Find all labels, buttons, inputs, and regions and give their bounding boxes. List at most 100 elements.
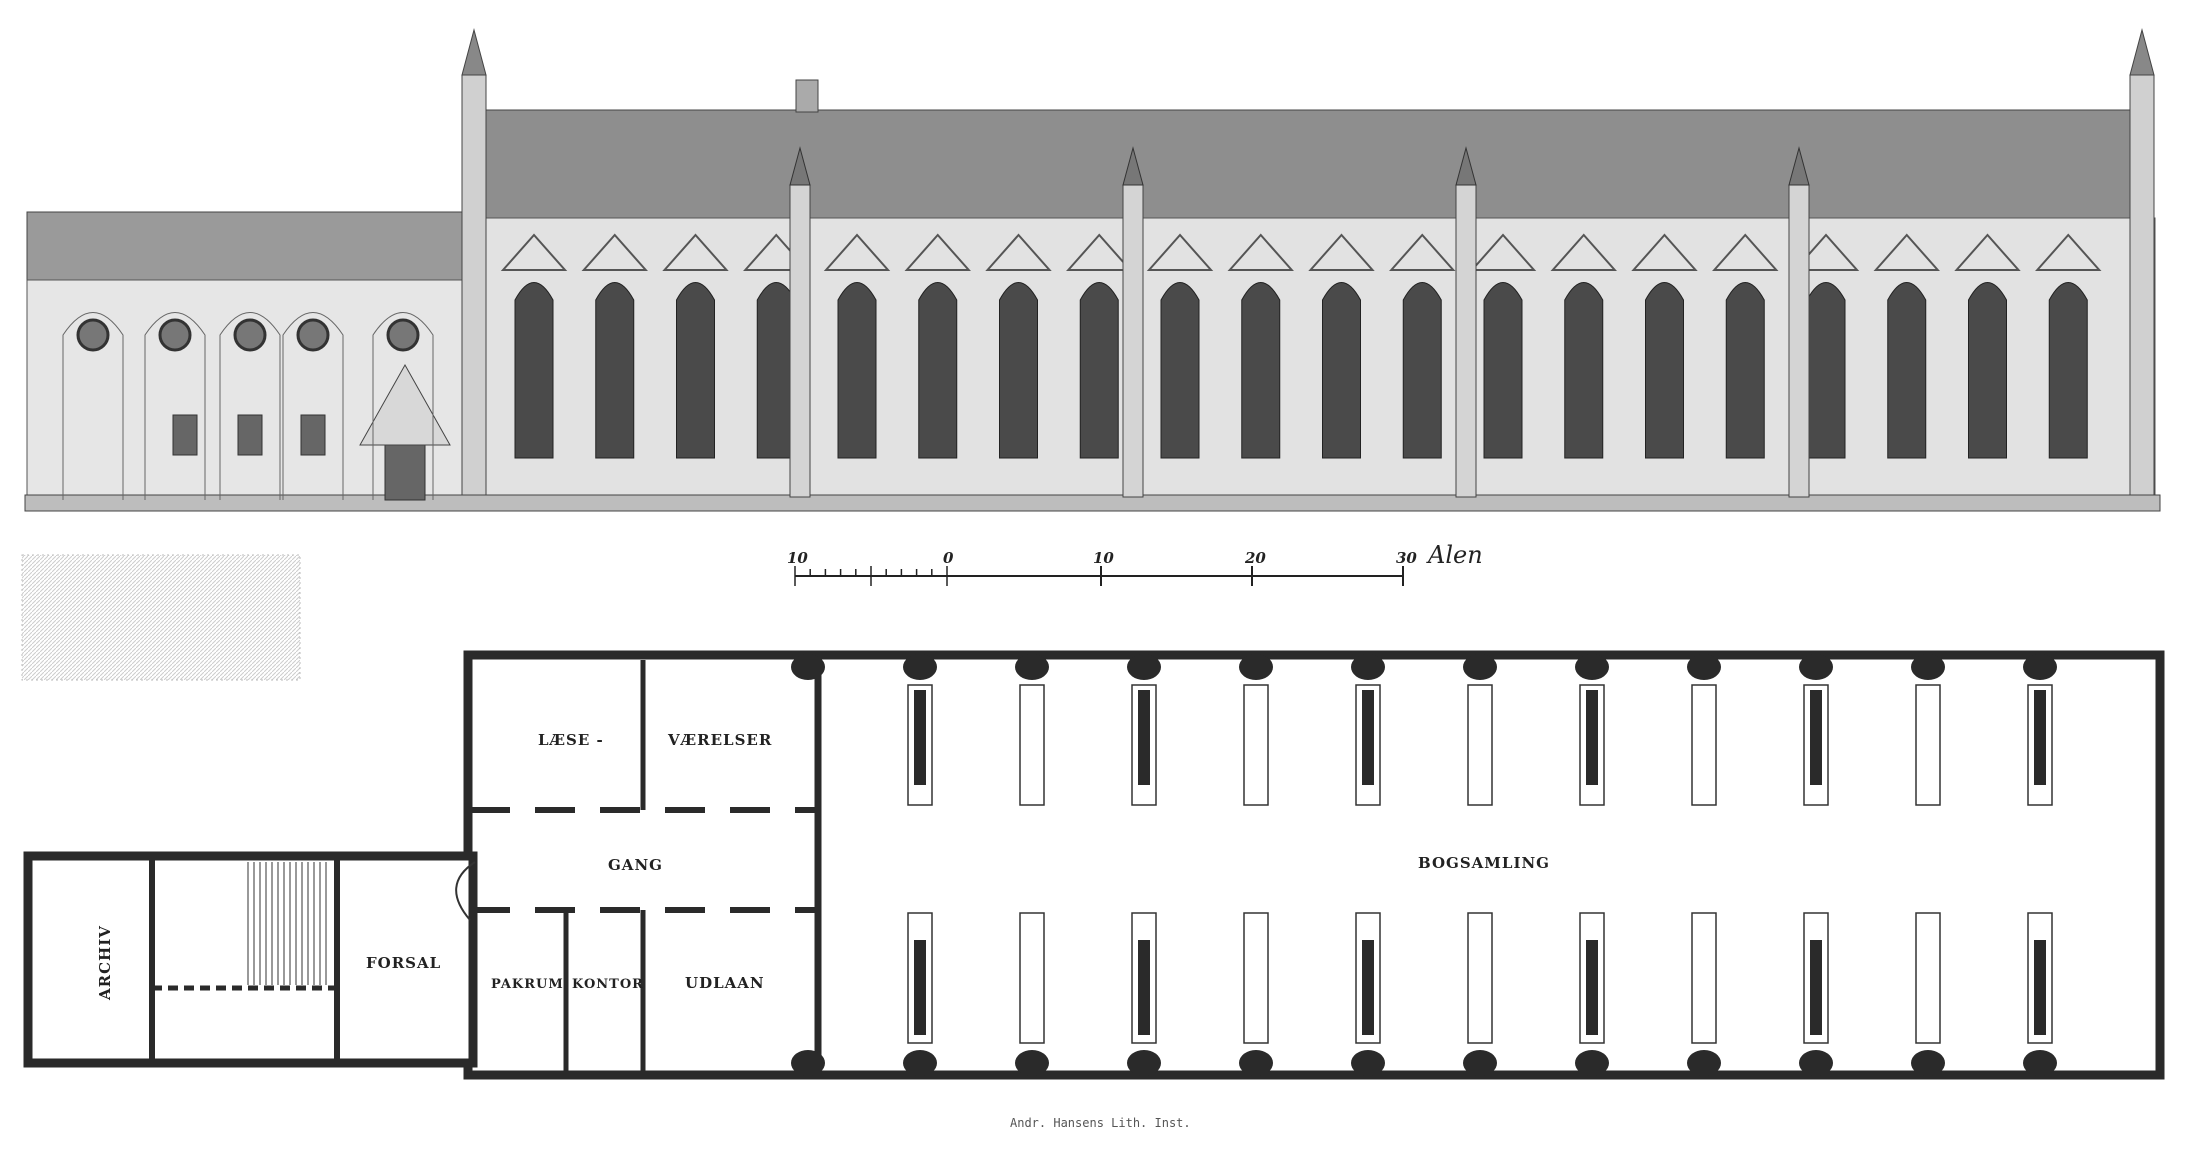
buttress-pilaster [1455,184,1477,498]
round-window [386,318,420,352]
pinnacle [1788,146,1810,186]
window-gable [1954,233,2021,271]
arched-window [676,282,715,459]
bookcase [1131,912,1157,1044]
pinnacle [789,146,811,186]
arched-window [1402,282,1442,459]
bookcase-core [1810,690,1822,785]
bookcase-core [914,940,926,1035]
library-hall-walls [463,650,2165,1080]
bookcase [1467,684,1493,806]
arched-window [1483,282,1523,459]
room-label-gang: GANG [608,856,663,874]
chimney [795,79,819,113]
window-gable [500,233,568,271]
pinnacle [1455,146,1477,186]
wall-pier [2023,654,2057,680]
wall-pier [1127,654,1161,680]
entry-door-swing [455,861,476,921]
room-label-pakrum: PAKRUM [491,977,564,992]
annex-roof [26,211,466,281]
buttress-pilaster [1122,184,1144,498]
bookcase-core [1138,940,1150,1035]
blind-arch [144,312,206,500]
small-window [172,414,198,456]
scale-tick-label: 0 [943,549,954,567]
wall-pier [1463,1050,1497,1076]
bookcase-core [914,690,926,785]
arched-window [1806,282,1846,459]
bookcase [1915,912,1941,1044]
lithographer-credit: Andr. Hansens Lith. Inst. [1010,1116,1191,1130]
window-gable [1792,233,1860,271]
room-label-bogsamling: BOGSAMLING [1418,854,1550,872]
room-label-kontor: KONTOR [572,977,644,992]
pinnacle [1122,146,1144,186]
wall-pier [1911,1050,1945,1076]
wall-pier [1127,1050,1161,1076]
wall-pier [1911,654,1945,680]
right-spire [2129,28,2155,76]
arched-window [2048,282,2088,459]
round-window [76,318,110,352]
buttress-pilaster [1788,184,1810,498]
bookcase [1019,912,1045,1044]
main-wall [464,217,2156,506]
wall-pier [791,654,825,680]
room-label-archiv: ARCHIV [96,925,114,1001]
base-plinth [24,494,2161,512]
wall-pier [1239,654,1273,680]
wall-pier [903,1050,937,1076]
window-gable [1146,233,1214,271]
bookcase-core [1586,690,1598,785]
room-label-vaerelser: VÆRELSER [667,731,772,749]
floor-plan: LÆSE - VÆRELSER GANG BOGSAMLING ARCHIV F… [23,650,2165,1080]
small-window [300,414,326,456]
round-window [296,318,330,352]
wall-pier [903,654,937,680]
window-gable [662,233,729,271]
window-gable [581,233,648,271]
main-roof [477,109,2141,219]
arched-window [1241,282,1281,459]
bookcase-core [1586,940,1598,1035]
bookcase [1355,912,1381,1044]
wall-pier [1015,1050,1049,1076]
bookcase [2027,912,2053,1044]
west-wing-walls [23,851,478,1068]
bookcase [1691,684,1717,806]
scale-tick-label: 10 [1093,549,1114,567]
window-gable [1469,233,1537,271]
window-gable [1308,233,1375,271]
scale-unit: Alen [1426,541,1483,569]
left-spire [461,28,487,76]
bookcase-core [2034,690,2046,785]
bookcase [1579,684,1605,806]
scale-tick-label: 10 [787,549,808,567]
wall-pier [1799,654,1833,680]
window-gable [1873,233,1940,271]
bookcase-core [1362,940,1374,1035]
window-gable [1631,233,1698,271]
wall-pier [1351,1050,1385,1076]
arched-window [918,282,958,459]
arched-window [837,282,877,459]
blind-arch [62,312,124,500]
round-window [158,318,192,352]
window-gable [2035,233,2102,271]
window-gable [1066,233,1133,271]
bookcase [907,912,933,1044]
bookcase-core [1810,940,1822,1035]
blind-arch [372,312,434,500]
bookcase [1355,684,1381,806]
bookcase [1019,684,1045,806]
buttress-pilaster [789,184,811,498]
window-gable [1389,233,1456,271]
bookcase-core [1138,690,1150,785]
corner-tower-right [2129,74,2155,496]
arched-window [1564,282,1604,459]
window-gable [904,233,971,271]
window-gable [1550,233,1617,271]
annex-gable [359,363,451,446]
